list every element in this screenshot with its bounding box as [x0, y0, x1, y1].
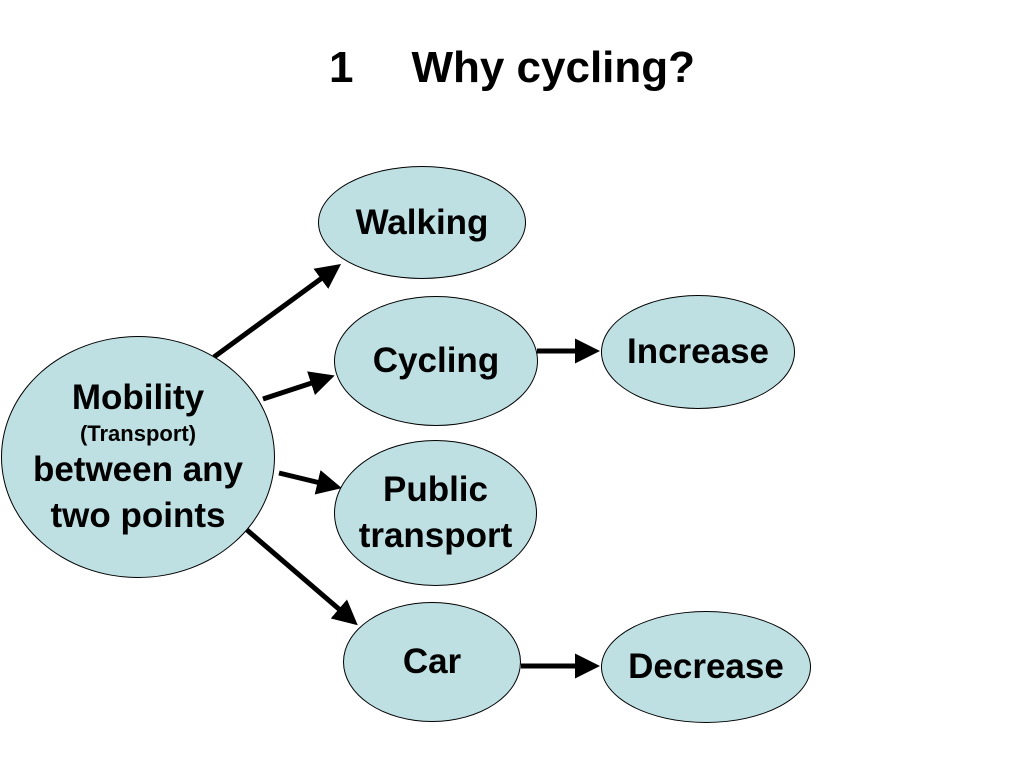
- node-public-transport: Public transport: [334, 440, 537, 586]
- node-increase: Increase: [601, 295, 795, 409]
- node-mobility: Mobility (Transport) between any two poi…: [1, 336, 275, 578]
- node-public-transport-line2: transport: [358, 516, 513, 555]
- node-mobility-line1: Mobility: [71, 378, 205, 417]
- node-cycling-label: Cycling: [372, 341, 500, 380]
- node-decrease-label: Decrease: [628, 647, 784, 686]
- node-walking-label: Walking: [355, 202, 489, 242]
- node-cycling: Cycling: [334, 296, 538, 426]
- arrow-mobility-to-cycling: [262, 371, 335, 402]
- arrow-mobility-to-walking: [212, 264, 342, 360]
- node-walking: Walking: [318, 166, 526, 279]
- arrow-mobility-to-car: [245, 528, 358, 626]
- node-car: Car: [343, 602, 521, 722]
- node-public-transport-line1: Public: [382, 470, 489, 509]
- node-decrease: Decrease: [601, 611, 811, 723]
- node-mobility-line2: (Transport): [79, 421, 197, 446]
- title-number: 1: [328, 43, 354, 92]
- node-mobility-line4: two points: [50, 496, 226, 535]
- node-increase-label: Increase: [626, 332, 770, 371]
- slide-title: 1 Why cycling?: [0, 40, 1024, 96]
- title-text: Why cycling?: [411, 43, 696, 92]
- node-mobility-line3: between any: [32, 450, 244, 489]
- arrow-mobility-to-public-transport: [278, 470, 342, 495]
- node-car-label: Car: [402, 642, 462, 681]
